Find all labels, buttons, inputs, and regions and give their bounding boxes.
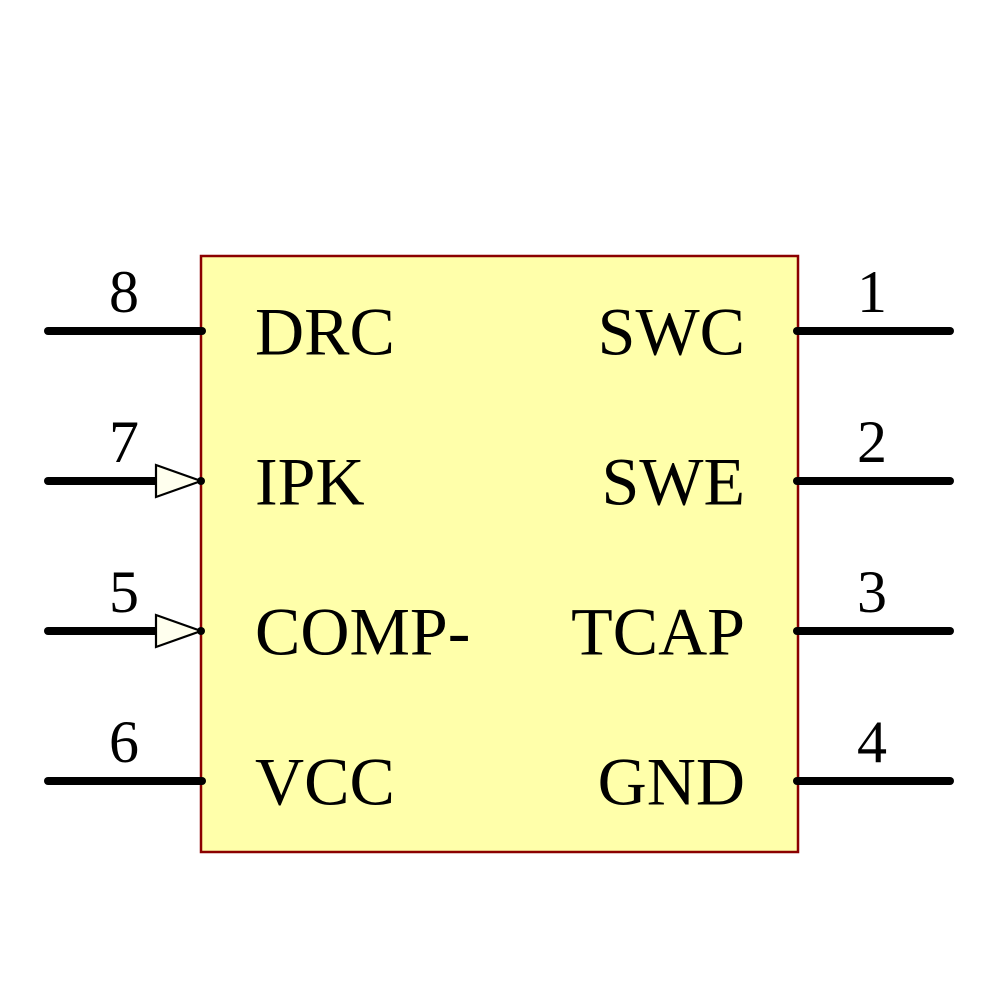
pin-label-comp: COMP- <box>255 594 470 670</box>
pin-number-5: 5 <box>109 559 139 625</box>
pin-number-7: 7 <box>109 409 139 475</box>
pin-number-3: 3 <box>857 559 887 625</box>
pin-label-swe: SWE <box>601 444 745 520</box>
pin-number-8: 8 <box>109 259 139 325</box>
pin-label-tcap: TCAP <box>571 594 745 670</box>
pin-label-swc: SWC <box>598 294 745 370</box>
pin-label-vcc: VCC <box>255 744 395 820</box>
component-body-rect[interactable] <box>199 254 800 854</box>
pin-number-2: 2 <box>857 409 887 475</box>
pin-number-6: 6 <box>109 709 139 775</box>
input-arrow-icon <box>154 613 205 649</box>
pin-label-drc: DRC <box>255 294 395 370</box>
input-arrow-icon <box>154 463 205 499</box>
pin-label-ipk: IPK <box>255 444 365 520</box>
pin-terminal-dot <box>197 627 205 635</box>
pin-label-gnd: GND <box>598 744 745 820</box>
pin-number-4: 4 <box>857 709 887 775</box>
pin-number-1: 1 <box>857 259 887 325</box>
pin-terminal-dot <box>197 477 205 485</box>
